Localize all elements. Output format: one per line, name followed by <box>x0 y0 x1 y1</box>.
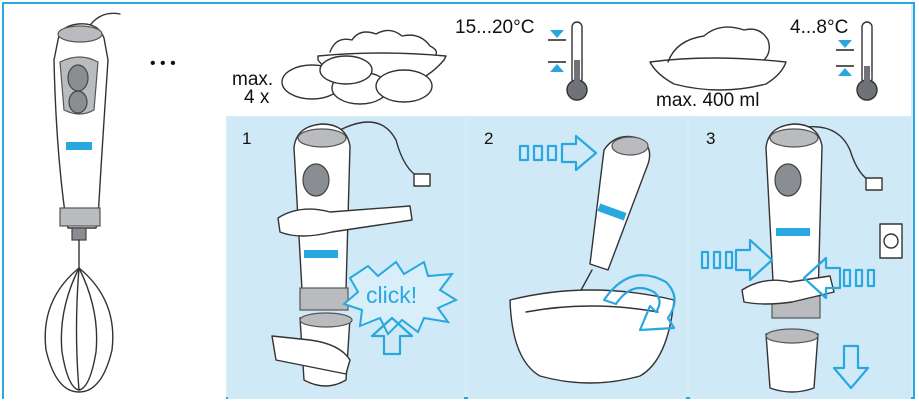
wall-socket-icon <box>880 224 902 258</box>
squeeze-arrow-left <box>736 240 772 280</box>
pull-down-arrow <box>834 346 868 388</box>
